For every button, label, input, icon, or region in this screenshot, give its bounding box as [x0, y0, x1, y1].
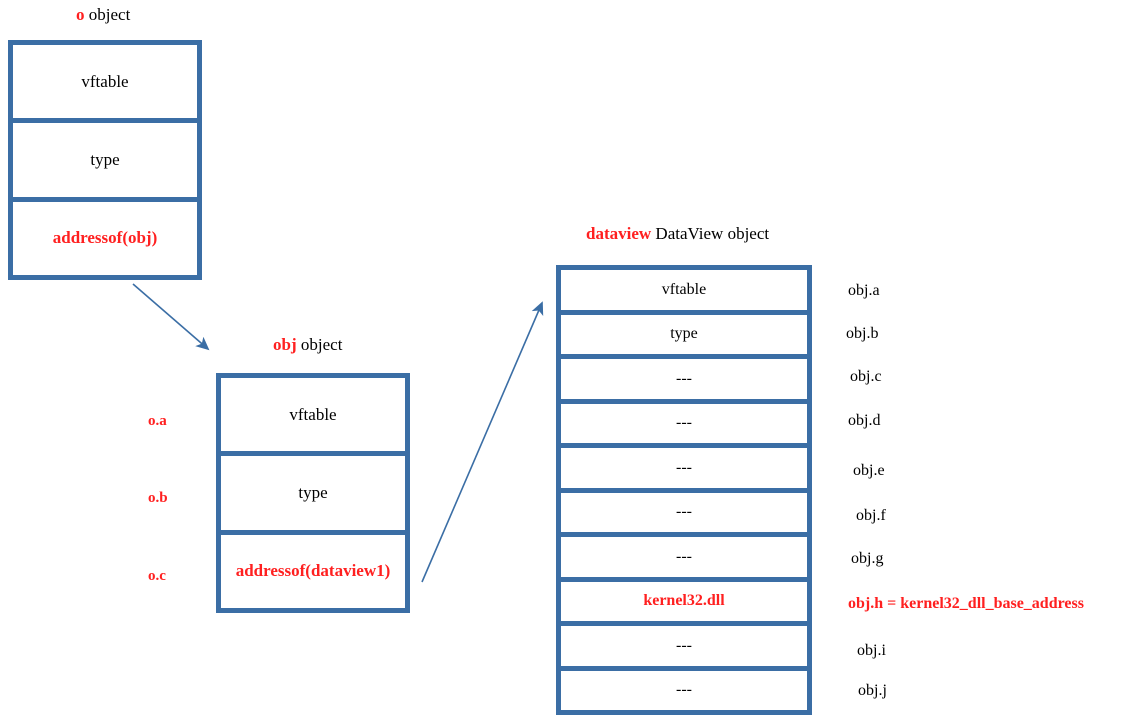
dataview-object-title: dataview DataView object — [586, 225, 769, 242]
obj-object-title-keyword: obj — [273, 335, 297, 354]
dataview-right-label-obj-a: obj.a — [848, 282, 880, 299]
obj-object-title: obj object — [273, 336, 342, 353]
obj-left-label-o-c: o.c — [148, 568, 166, 584]
dataview-cell-type: type — [561, 314, 807, 359]
dataview-cell-3: --- — [561, 359, 807, 404]
dataview-right-label-obj-i: obj.i — [857, 642, 886, 659]
dataview-cell-kernel32-dll: kernel32.dll — [561, 581, 807, 626]
dataview-cell-9: --- — [561, 626, 807, 671]
dataview-object-title-rest: DataView object — [651, 224, 770, 243]
dataview-cell-5: --- — [561, 448, 807, 493]
o-object-title-rest: object — [84, 5, 131, 24]
obj-object-box: vftable type addressof(dataview1) — [216, 373, 410, 613]
arrow-obj-to-dataview — [421, 301, 544, 583]
dataview-cell-7: --- — [561, 537, 807, 582]
dataview-right-label-obj-j: obj.j — [858, 682, 887, 699]
dataview-cell-10: --- — [561, 670, 807, 710]
dataview-right-label-obj-d: obj.d — [848, 412, 881, 429]
dataview-right-label-obj-b: obj.b — [846, 325, 879, 342]
dataview-cell-4: --- — [561, 403, 807, 448]
obj-object-title-rest: object — [296, 335, 343, 354]
o-cell-type: type — [13, 123, 197, 202]
dataview-right-label-obj-f: obj.f — [856, 507, 886, 524]
obj-cell-type: type — [221, 456, 405, 535]
o-object-title: o object — [76, 6, 130, 23]
arrow-o-to-obj — [132, 283, 210, 351]
o-cell-addressof-obj: addressof(obj) — [13, 201, 197, 275]
dataview-right-label-obj-h: obj.h = kernel32_dll_base_address — [848, 595, 1084, 612]
o-object-box: vftable type addressof(obj) — [8, 40, 202, 280]
o-cell-vftable: vftable — [13, 45, 197, 124]
dataview-right-label-obj-g: obj.g — [851, 550, 884, 567]
obj-cell-vftable: vftable — [221, 378, 405, 457]
dataview-cell-6: --- — [561, 492, 807, 537]
dataview-cell-vftable: vftable — [561, 270, 807, 315]
obj-left-label-o-a: o.a — [148, 413, 167, 429]
o-object-title-keyword: o — [76, 5, 85, 24]
dataview-object-title-keyword: dataview — [586, 224, 652, 243]
dataview-object-box: vftable type --- --- --- --- --- kernel3… — [556, 265, 812, 715]
dataview-right-label-obj-e: obj.e — [853, 462, 885, 479]
obj-left-label-o-b: o.b — [148, 490, 168, 506]
dataview-right-label-obj-c: obj.c — [850, 368, 882, 385]
obj-cell-addressof-dataview1: addressof(dataview1) — [221, 534, 405, 608]
